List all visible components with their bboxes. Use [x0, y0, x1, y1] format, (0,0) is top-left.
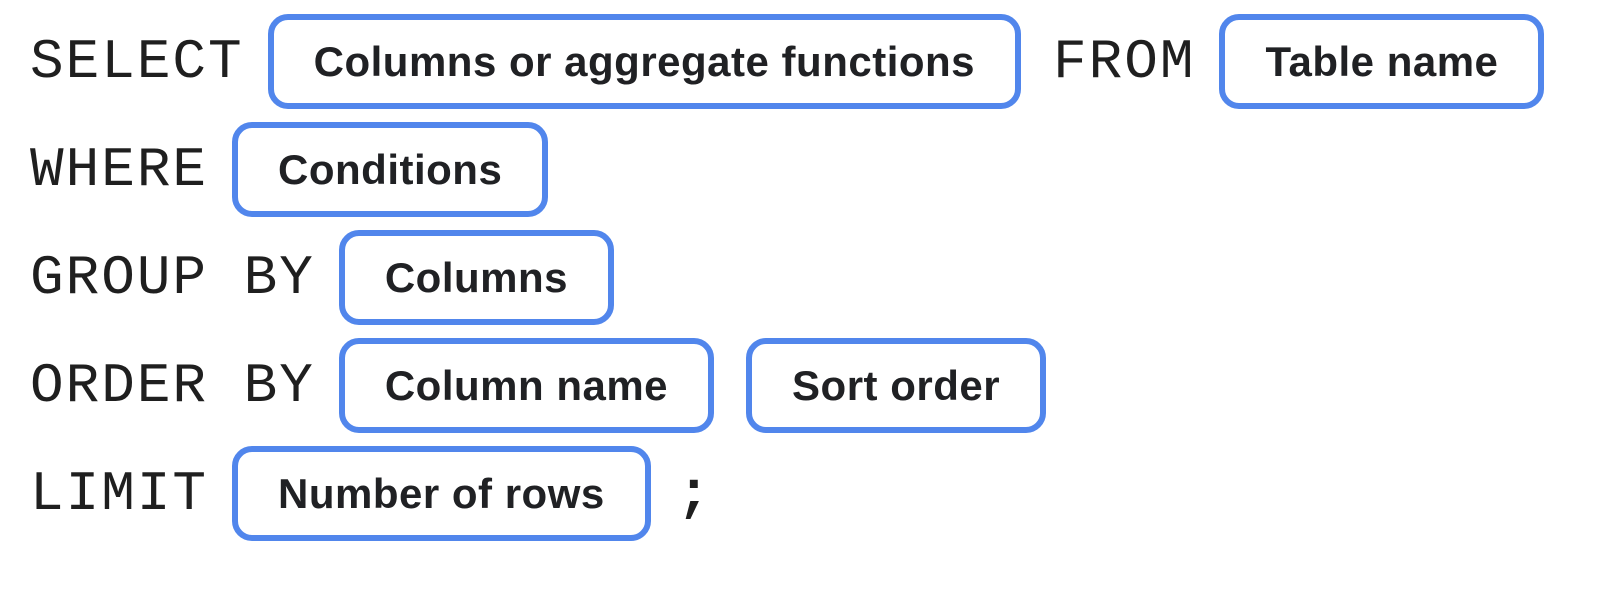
row-select-from: SELECT Columns or aggregate functions FR… — [30, 14, 1545, 109]
row-order-by: ORDER BY Column name Sort order — [30, 338, 1544, 433]
row-limit: LIMIT Number of rows ; — [30, 446, 1544, 541]
diagram-rows: SELECT Columns or aggregate functions FR… — [30, 14, 1545, 541]
keyword-where: WHERE — [30, 137, 209, 202]
pill-table-name: Table name — [1219, 14, 1545, 109]
pill-columns: Columns — [338, 230, 615, 325]
keyword-limit: LIMIT — [30, 461, 209, 526]
row-group-by: GROUP BY Columns — [30, 230, 1544, 325]
pill-column-name: Column name — [338, 338, 715, 433]
keyword-order-by: ORDER BY — [30, 353, 315, 418]
pill-columns-or-aggregate-functions: Columns or aggregate functions — [267, 14, 1022, 109]
pill-conditions: Conditions — [232, 122, 549, 217]
keyword-from: FROM — [1053, 29, 1196, 94]
pill-number-of-rows: Number of rows — [232, 446, 651, 541]
statement-terminator-semicolon: ; — [676, 461, 711, 526]
keyword-group-by: GROUP BY — [30, 245, 315, 310]
row-where: WHERE Conditions — [30, 122, 1544, 217]
keyword-select: SELECT — [30, 29, 244, 94]
pill-sort-order: Sort order — [746, 338, 1047, 433]
